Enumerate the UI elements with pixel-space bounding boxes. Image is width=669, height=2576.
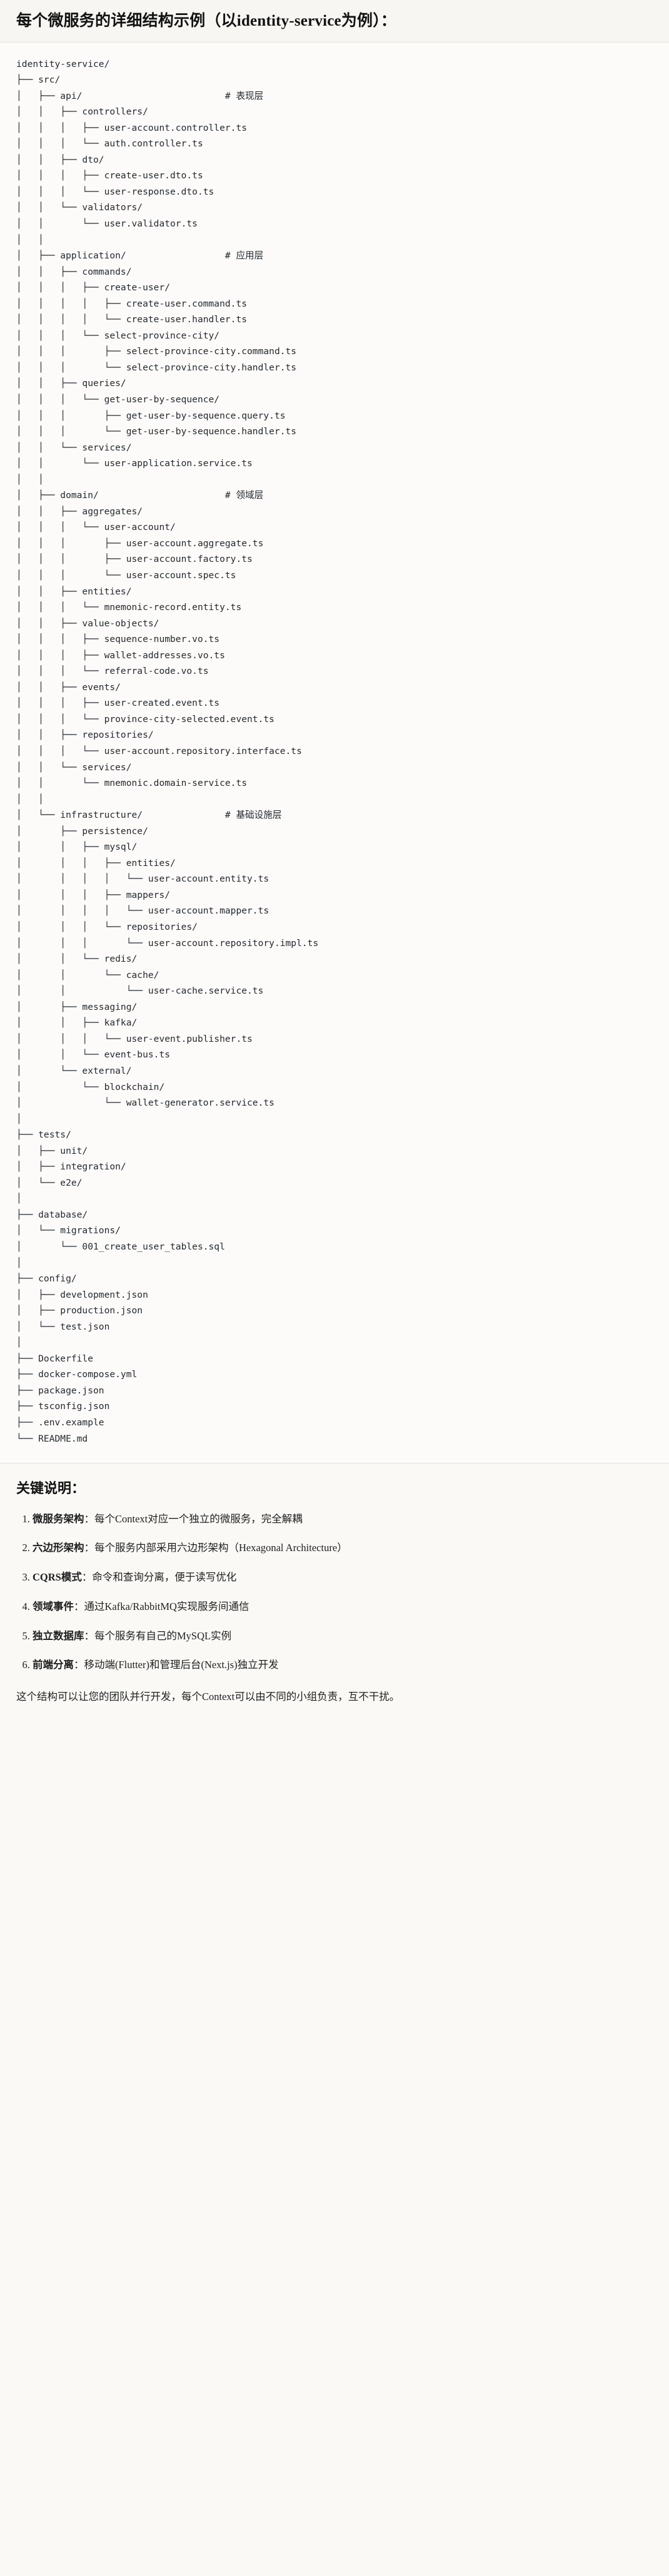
note-desc: ：通过Kafka/RabbitMQ实现服务间通信: [74, 1600, 249, 1612]
list-item: 独立数据库：每个服务有自己的MySQL实例: [33, 1629, 653, 1644]
closing-paragraph: 这个结构可以让您的团队并行开发，每个Context可以由不同的小组负责，互不干扰…: [16, 1691, 400, 1703]
note-term: 独立数据库: [33, 1629, 84, 1642]
title-section: 每个微服务的详细结构示例（以identity-service为例）：: [0, 0, 669, 43]
note-desc: ：命令和查询分离，便于读写优化: [81, 1571, 237, 1584]
list-item: 六边形架构：每个服务内部采用六边形架构（Hexagonal Architectu…: [33, 1540, 653, 1556]
list-item: 领域事件：通过Kafka/RabbitMQ实现服务间通信: [33, 1599, 653, 1615]
list-item: CQRS模式：命令和查询分离，便于读写优化: [33, 1570, 653, 1586]
note-term: 前端分离: [33, 1659, 74, 1671]
note-desc: ：移动端(Flutter)和管理后台(Next.js)独立开发: [74, 1659, 279, 1671]
key-notes-section: 关键说明： 微服务架构：每个Context对应一个独立的微服务，完全解耦 六边形…: [0, 1464, 669, 1724]
page-root: 每个微服务的详细结构示例（以identity-service为例）： ident…: [0, 0, 669, 1724]
note-term: 领域事件: [33, 1600, 74, 1612]
note-term: CQRS模式: [33, 1571, 82, 1584]
note-term: 微服务架构: [33, 1512, 84, 1525]
key-notes-heading: 关键说明：: [16, 1480, 86, 1497]
note-desc: ：每个服务有自己的MySQL实例: [84, 1629, 232, 1642]
directory-tree: identity-service/ ├── src/ │ ├── api/ # …: [16, 58, 319, 1444]
directory-tree-section: identity-service/ ├── src/ │ ├── api/ # …: [0, 42, 669, 1464]
list-item: 前端分离：移动端(Flutter)和管理后台(Next.js)独立开发: [33, 1657, 653, 1673]
note-term: 六边形架构: [33, 1542, 84, 1554]
note-desc: ：每个Context对应一个独立的微服务，完全解耦: [84, 1512, 303, 1525]
note-desc: ：每个服务内部采用六边形架构（Hexagonal Architecture）: [84, 1542, 348, 1554]
page-title: 每个微服务的详细结构示例（以identity-service为例）：: [16, 13, 397, 29]
key-notes-list: 微服务架构：每个Context对应一个独立的微服务，完全解耦 六边形架构：每个服…: [16, 1512, 653, 1674]
list-item: 微服务架构：每个Context对应一个独立的微服务，完全解耦: [33, 1512, 653, 1527]
